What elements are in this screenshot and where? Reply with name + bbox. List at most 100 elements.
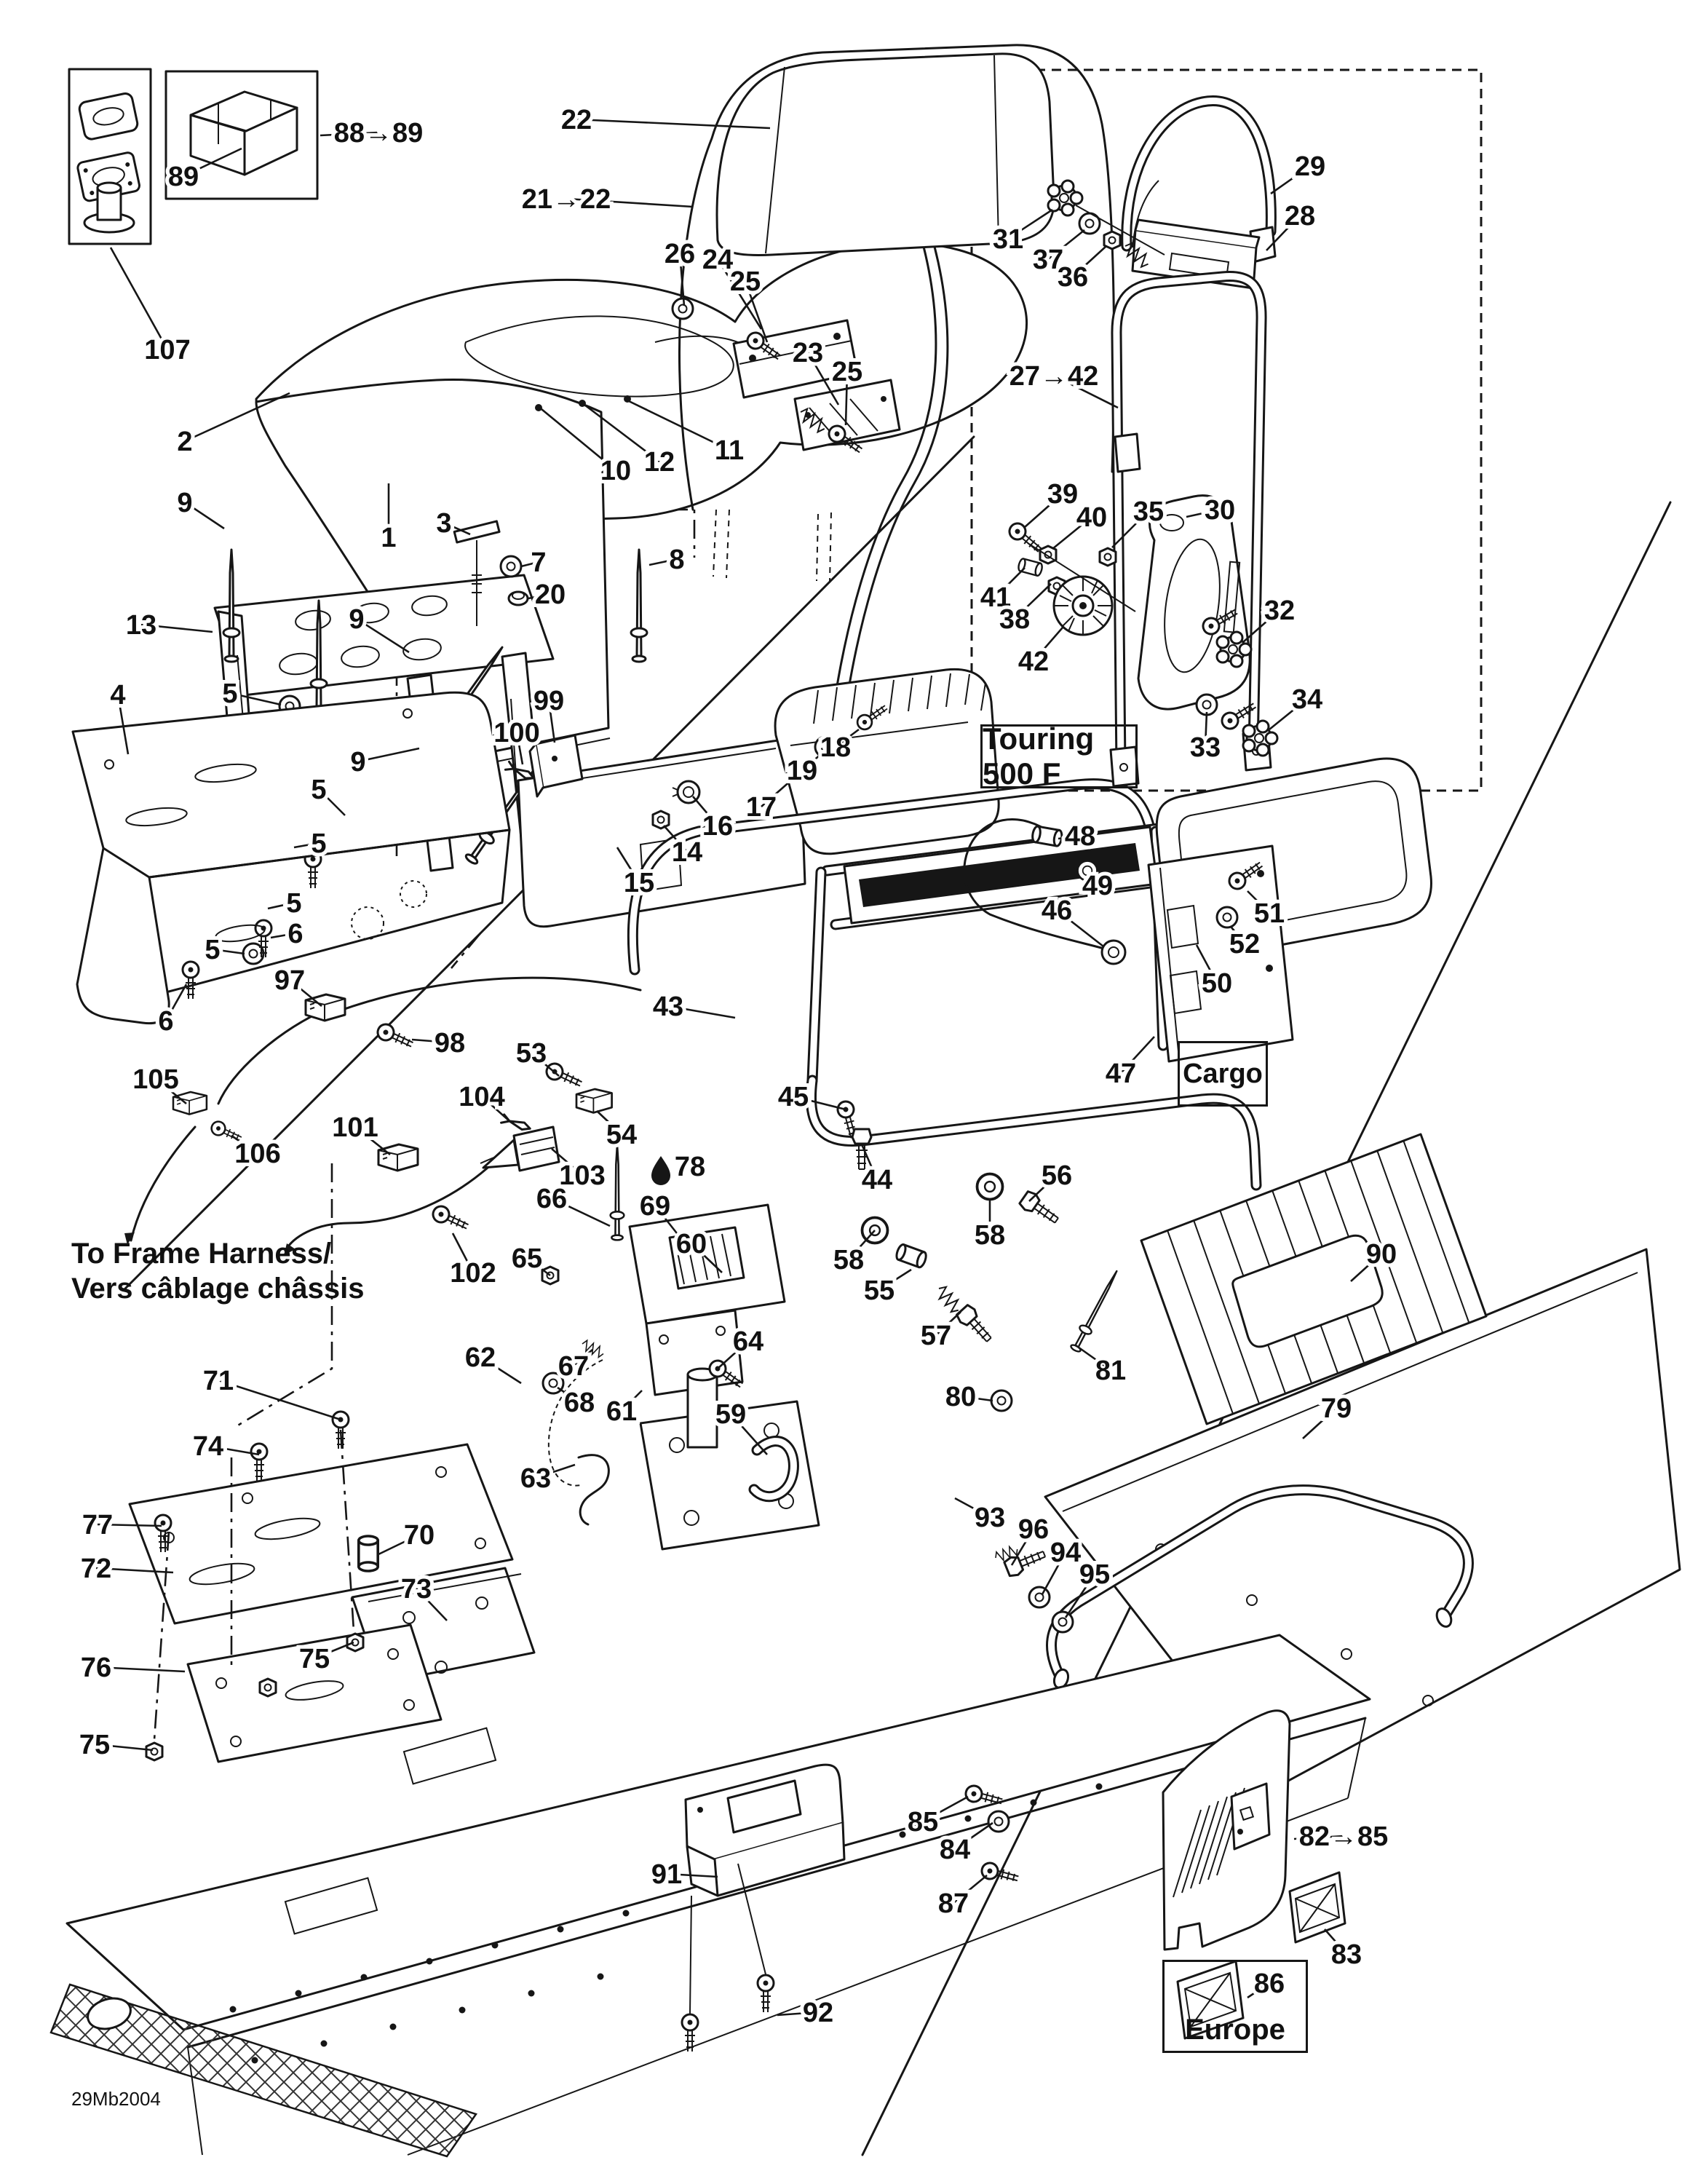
- leader-line: [1072, 245, 1107, 277]
- touring-section-outline: [970, 68, 1483, 792]
- callout-72: 72: [81, 1554, 111, 1584]
- callout-62: 62: [465, 1342, 496, 1373]
- callout-22: 22: [561, 105, 592, 135]
- leader-line: [1270, 165, 1311, 195]
- leader-line: [116, 694, 130, 755]
- leader-line: [411, 1038, 451, 1044]
- callout-34: 34: [1292, 684, 1322, 715]
- leader-line: [1302, 1407, 1337, 1439]
- callout-91: 91: [651, 1859, 682, 1890]
- leader-line: [835, 728, 860, 748]
- leader-line: [667, 1005, 736, 1019]
- callout-43: 43: [653, 992, 683, 1022]
- europe-section-label: Europe: [1162, 1960, 1308, 2053]
- callout-25: 25: [730, 266, 761, 297]
- leader-line: [318, 788, 346, 816]
- leader-line: [954, 1821, 993, 1851]
- leader-line: [481, 1096, 510, 1122]
- leader-line: [1247, 1982, 1270, 1999]
- leader-line: [520, 561, 539, 568]
- callout-6: 6: [158, 1006, 173, 1037]
- adjuster-disc-42: [1052, 575, 1114, 636]
- leader-line: [229, 692, 282, 706]
- leader-line: [480, 1356, 522, 1385]
- reinforcement-91: [684, 1763, 846, 2014]
- callout-107: 107: [144, 335, 190, 365]
- leader-line: [551, 1148, 583, 1176]
- callout-26: 26: [665, 239, 695, 269]
- lubricant-droplet-icon: [651, 1156, 670, 1185]
- callout-78: 78: [675, 1152, 705, 1182]
- leader-line: [678, 253, 686, 306]
- callout-105: 105: [132, 1064, 178, 1095]
- callout-98: 98: [435, 1028, 465, 1059]
- taillight-harness-wire: [963, 818, 1108, 951]
- connector-103: [482, 1125, 560, 1172]
- leader-line: [576, 118, 771, 130]
- leader-line: [744, 280, 769, 343]
- callout-33: 33: [1190, 732, 1221, 763]
- leader-line: [94, 1743, 154, 1752]
- leader-line: [573, 1349, 593, 1366]
- callout-94: 94: [1050, 1538, 1081, 1568]
- callout-15: 15: [624, 868, 654, 898]
- t-bolt-3: [453, 520, 501, 626]
- grate-90: [1140, 1133, 1488, 1425]
- leader-line: [1195, 944, 1218, 984]
- callout-5: 5: [286, 888, 301, 919]
- leader-line: [692, 796, 718, 826]
- callout-58: 58: [833, 1245, 864, 1275]
- leader-line: [995, 567, 1026, 598]
- callout-51: 51: [1254, 898, 1285, 929]
- callout-42: 42: [1018, 646, 1049, 677]
- leader-line: [1120, 1036, 1155, 1074]
- callout-88→89: 88→89: [334, 118, 424, 149]
- callout-102: 102: [450, 1258, 496, 1289]
- taillight-lens-17: [774, 668, 1000, 855]
- leader-line: [663, 825, 688, 852]
- leader-line: [357, 747, 420, 763]
- leader-line: [1350, 1253, 1382, 1282]
- callout-60: 60: [676, 1229, 707, 1259]
- callout-81: 81: [1095, 1356, 1126, 1386]
- callout-101: 101: [332, 1112, 378, 1143]
- leader-line: [777, 2011, 819, 2017]
- leader-line: [184, 392, 290, 443]
- gasket-kit-107: [68, 68, 152, 245]
- seat-base-4: [71, 691, 511, 1025]
- leader-line: [270, 932, 296, 939]
- callout-103: 103: [559, 1160, 605, 1191]
- callout-83: 83: [1331, 1939, 1362, 1970]
- callout-75: 75: [79, 1730, 110, 1760]
- leader-line: [1186, 508, 1221, 518]
- leader-line: [416, 1588, 448, 1621]
- callout-38: 38: [999, 604, 1030, 635]
- callout-68: 68: [564, 1388, 595, 1418]
- leader-line: [844, 371, 849, 426]
- leader-line: [878, 1268, 912, 1291]
- callout-70: 70: [404, 1520, 435, 1551]
- leader-line: [1293, 1835, 1344, 1840]
- callout-85: 85: [908, 1807, 938, 1837]
- seat-strap: [828, 204, 937, 737]
- callout-95: 95: [1079, 1559, 1110, 1590]
- callout-64: 64: [733, 1326, 763, 1357]
- cargo-section-label: Cargo: [1178, 1041, 1268, 1107]
- leader-line: [267, 901, 295, 910]
- callout-10: 10: [600, 456, 631, 486]
- callout-3: 3: [436, 508, 451, 539]
- callout-75: 75: [299, 1644, 330, 1674]
- callout-41: 41: [980, 582, 1011, 613]
- leader-line: [922, 1795, 969, 1823]
- leader-line: [717, 1340, 749, 1369]
- leader-line: [140, 623, 213, 633]
- leader-line: [716, 258, 763, 330]
- callout-1: 1: [381, 523, 396, 553]
- wiring-harness: [124, 976, 642, 1255]
- callout-7: 7: [531, 547, 546, 578]
- leader-line: [666, 1872, 718, 1878]
- leader-line: [289, 978, 322, 1008]
- leader-line: [1056, 909, 1104, 948]
